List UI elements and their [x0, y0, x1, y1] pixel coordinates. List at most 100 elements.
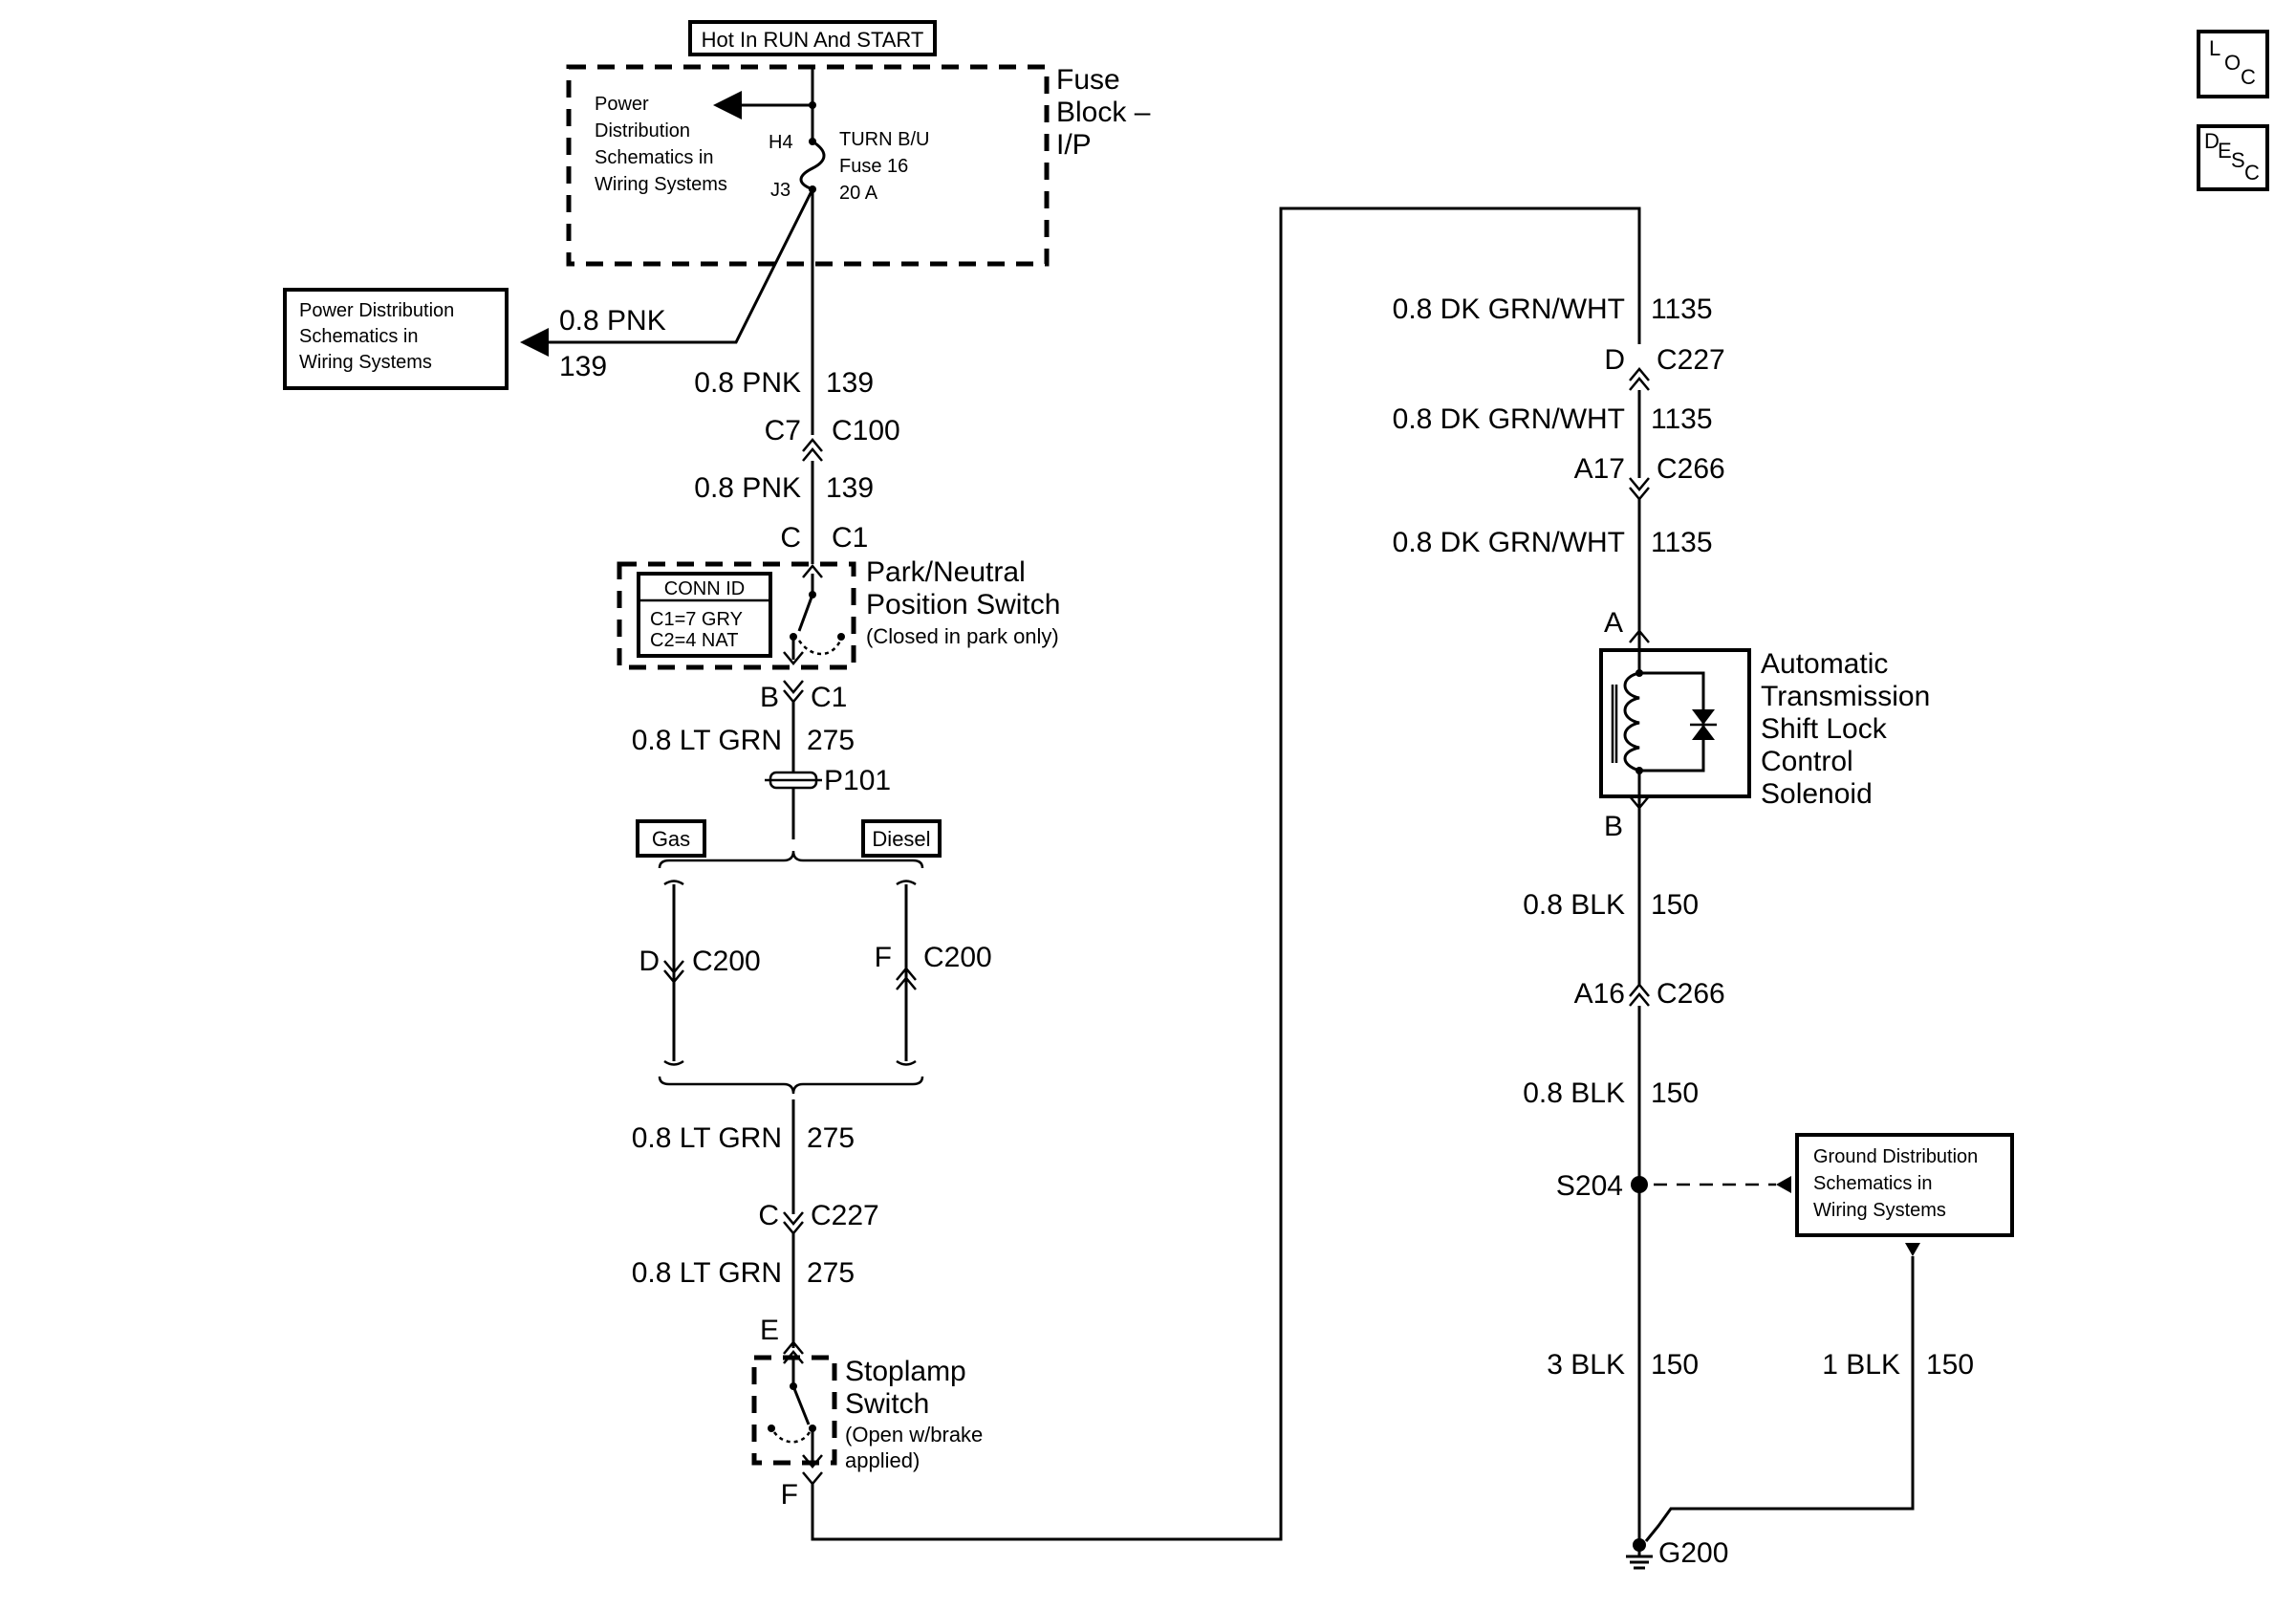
solenoid-title-2: Transmission: [1761, 681, 1930, 712]
right-wire7-circuit: 150: [1926, 1349, 1974, 1381]
c227-right-connector: C227: [1657, 344, 1725, 376]
stoplamp-bottom-pin: F: [781, 1479, 798, 1511]
solenoid-title-5: Solenoid: [1761, 778, 1873, 810]
diesel-option-text: Diesel: [872, 827, 930, 851]
pd-box-3: Wiring Systems: [299, 352, 432, 373]
conn-id-title: CONN ID: [664, 578, 745, 599]
branch-wire-gauge: 0.8 PNK: [559, 305, 666, 337]
fuse-label-1: TURN B/U: [839, 129, 929, 150]
park-neutral-switch: CONN ID C1=7 GRY C2=4 NAT Park/Neutral P…: [617, 556, 1060, 670]
right-wire3-gauge: 0.8 DK GRN/WHT: [1393, 527, 1625, 558]
desc-icon-e: E: [2218, 139, 2232, 163]
solenoid-pin-a: A: [1604, 607, 1623, 639]
pn-top-pin: C: [780, 522, 801, 554]
c100-connector: C100: [832, 415, 900, 446]
loc-icon[interactable]: L O C: [2197, 30, 2269, 98]
right-wire6-circuit: 150: [1651, 1349, 1699, 1381]
hot-label-text: Hot In RUN And START: [702, 28, 924, 52]
desc-icon-d: D: [2204, 129, 2220, 153]
fuse-block-title-3: I/P: [1056, 129, 1092, 161]
right-wire7-gauge: 1 BLK: [1822, 1349, 1900, 1381]
gd-box-2: Schematics in: [1813, 1173, 1933, 1194]
power-distribution-box: Power Distribution Schematics in Wiring …: [283, 288, 509, 390]
gas-option-text: Gas: [652, 827, 690, 851]
pd-note-3: Schematics in: [595, 147, 714, 168]
pd-note-2: Distribution: [595, 120, 690, 141]
shift-lock-solenoid: Automatic Transmission Shift Lock Contro…: [1599, 641, 1930, 810]
diesel-connector-label: C200: [923, 942, 992, 973]
left-wire4-circuit: 275: [807, 1122, 855, 1154]
option-brace-bottom: [658, 1076, 924, 1095]
solenoid-coil: [1623, 671, 1640, 772]
left-wire2-gauge: 0.8 PNK: [694, 472, 801, 504]
right-wire5-gauge: 0.8 BLK: [1523, 1077, 1625, 1109]
fuse-block-title-2: Block –: [1056, 97, 1151, 128]
loc-icon-l: L: [2209, 36, 2220, 60]
loc-icon-o: O: [2224, 51, 2241, 75]
c266-bottom-pin: A16: [1574, 978, 1625, 1010]
solenoid-pin-b: B: [1604, 811, 1623, 842]
c100-pin: C7: [765, 415, 801, 446]
stoplamp-switch-blade: [791, 1385, 811, 1425]
g200-label: G200: [1658, 1537, 1728, 1569]
left-wire2-circuit: 139: [826, 472, 874, 504]
left-wire5-gauge: 0.8 LT GRN: [632, 1257, 782, 1289]
conn-id-line2: C2=4 NAT: [650, 630, 738, 651]
right-wire4-circuit: 150: [1651, 889, 1699, 921]
s204-splice-dot: [1631, 1176, 1648, 1193]
pn-bottom-connector: C1: [811, 682, 847, 713]
solenoid-diode: [1692, 709, 1715, 725]
desc-icon-s: S: [2231, 148, 2245, 172]
diesel-option-label: Diesel: [861, 819, 942, 858]
stoplamp-note-1: (Open w/brake: [845, 1423, 983, 1447]
pn-switch-note: (Closed in park only): [866, 624, 1059, 648]
fuse-block-title-1: Fuse: [1056, 64, 1120, 96]
conn-id-line1: C1=7 GRY: [650, 609, 743, 630]
option-brace-top: [658, 850, 924, 869]
fuse-label-2: Fuse 16: [839, 156, 908, 177]
pn-switch-blade: [797, 594, 814, 632]
pd-box-2: Schematics in: [299, 326, 419, 347]
pd-note-4: Wiring Systems: [595, 174, 727, 195]
stoplamp-top-pin: E: [760, 1315, 779, 1346]
branch-wire-circuit: 139: [559, 351, 607, 382]
stoplamp-title-1: Stoplamp: [845, 1356, 966, 1387]
stoplamp-switch: Stoplamp Switch (Open w/brake applied): [751, 1340, 983, 1472]
right-circuit: 0.8 DK GRN/WHT 1135 D C227 0.8 DK GRN/WH…: [1393, 294, 2014, 1570]
p101-splice-pack: [765, 771, 822, 790]
stoplamp-note-2: applied): [845, 1448, 920, 1472]
gas-connector-pin: D: [639, 946, 660, 977]
c227-left-connector: C227: [811, 1200, 879, 1231]
diesel-connector-pin: F: [875, 942, 892, 973]
pn-top-connector: C1: [832, 522, 868, 554]
pd-box-1: Power Distribution: [299, 300, 454, 321]
left-wire3-circuit: 275: [807, 725, 855, 756]
stoplamp-title-2: Switch: [845, 1388, 929, 1420]
conn-id-box: CONN ID C1=7 GRY C2=4 NAT: [637, 572, 772, 658]
fuse-label-3: 20 A: [839, 183, 878, 204]
s204-label: S204: [1556, 1170, 1623, 1202]
desc-icon[interactable]: D E S C: [2197, 124, 2269, 191]
solenoid-title-4: Control: [1761, 746, 1853, 777]
c100-connector-symbol: [802, 438, 823, 462]
fuse-pin-j3: J3: [770, 180, 791, 201]
loc-icon-c: C: [2241, 65, 2256, 89]
right-wire1-circuit: 1135: [1651, 294, 1713, 325]
right-wire1-gauge: 0.8 DK GRN/WHT: [1393, 294, 1625, 325]
one-blk-wire: [1644, 1256, 1915, 1542]
right-wire3-circuit: 1135: [1651, 527, 1713, 558]
solenoid-title-1: Automatic: [1761, 648, 1888, 680]
desc-icon-c: C: [2244, 161, 2260, 185]
branch-wire: [520, 188, 814, 357]
left-wire1-gauge: 0.8 PNK: [694, 367, 801, 399]
ground-distribution-box: Ground Distribution Schematics in Wiring…: [1795, 1133, 2014, 1237]
g200-ground-symbol: [1626, 1538, 1653, 1570]
right-wire2-gauge: 0.8 DK GRN/WHT: [1393, 403, 1625, 435]
loop-wire: [811, 207, 1641, 1541]
fuse-block: Fuse Block – I/P Power Distribution Sche…: [566, 64, 1151, 267]
c266-top-pin: A17: [1574, 453, 1625, 485]
c227-left-pin: C: [758, 1200, 779, 1231]
right-wire6-gauge: 3 BLK: [1547, 1349, 1625, 1381]
pn-switch-title-2: Position Switch: [866, 589, 1060, 620]
